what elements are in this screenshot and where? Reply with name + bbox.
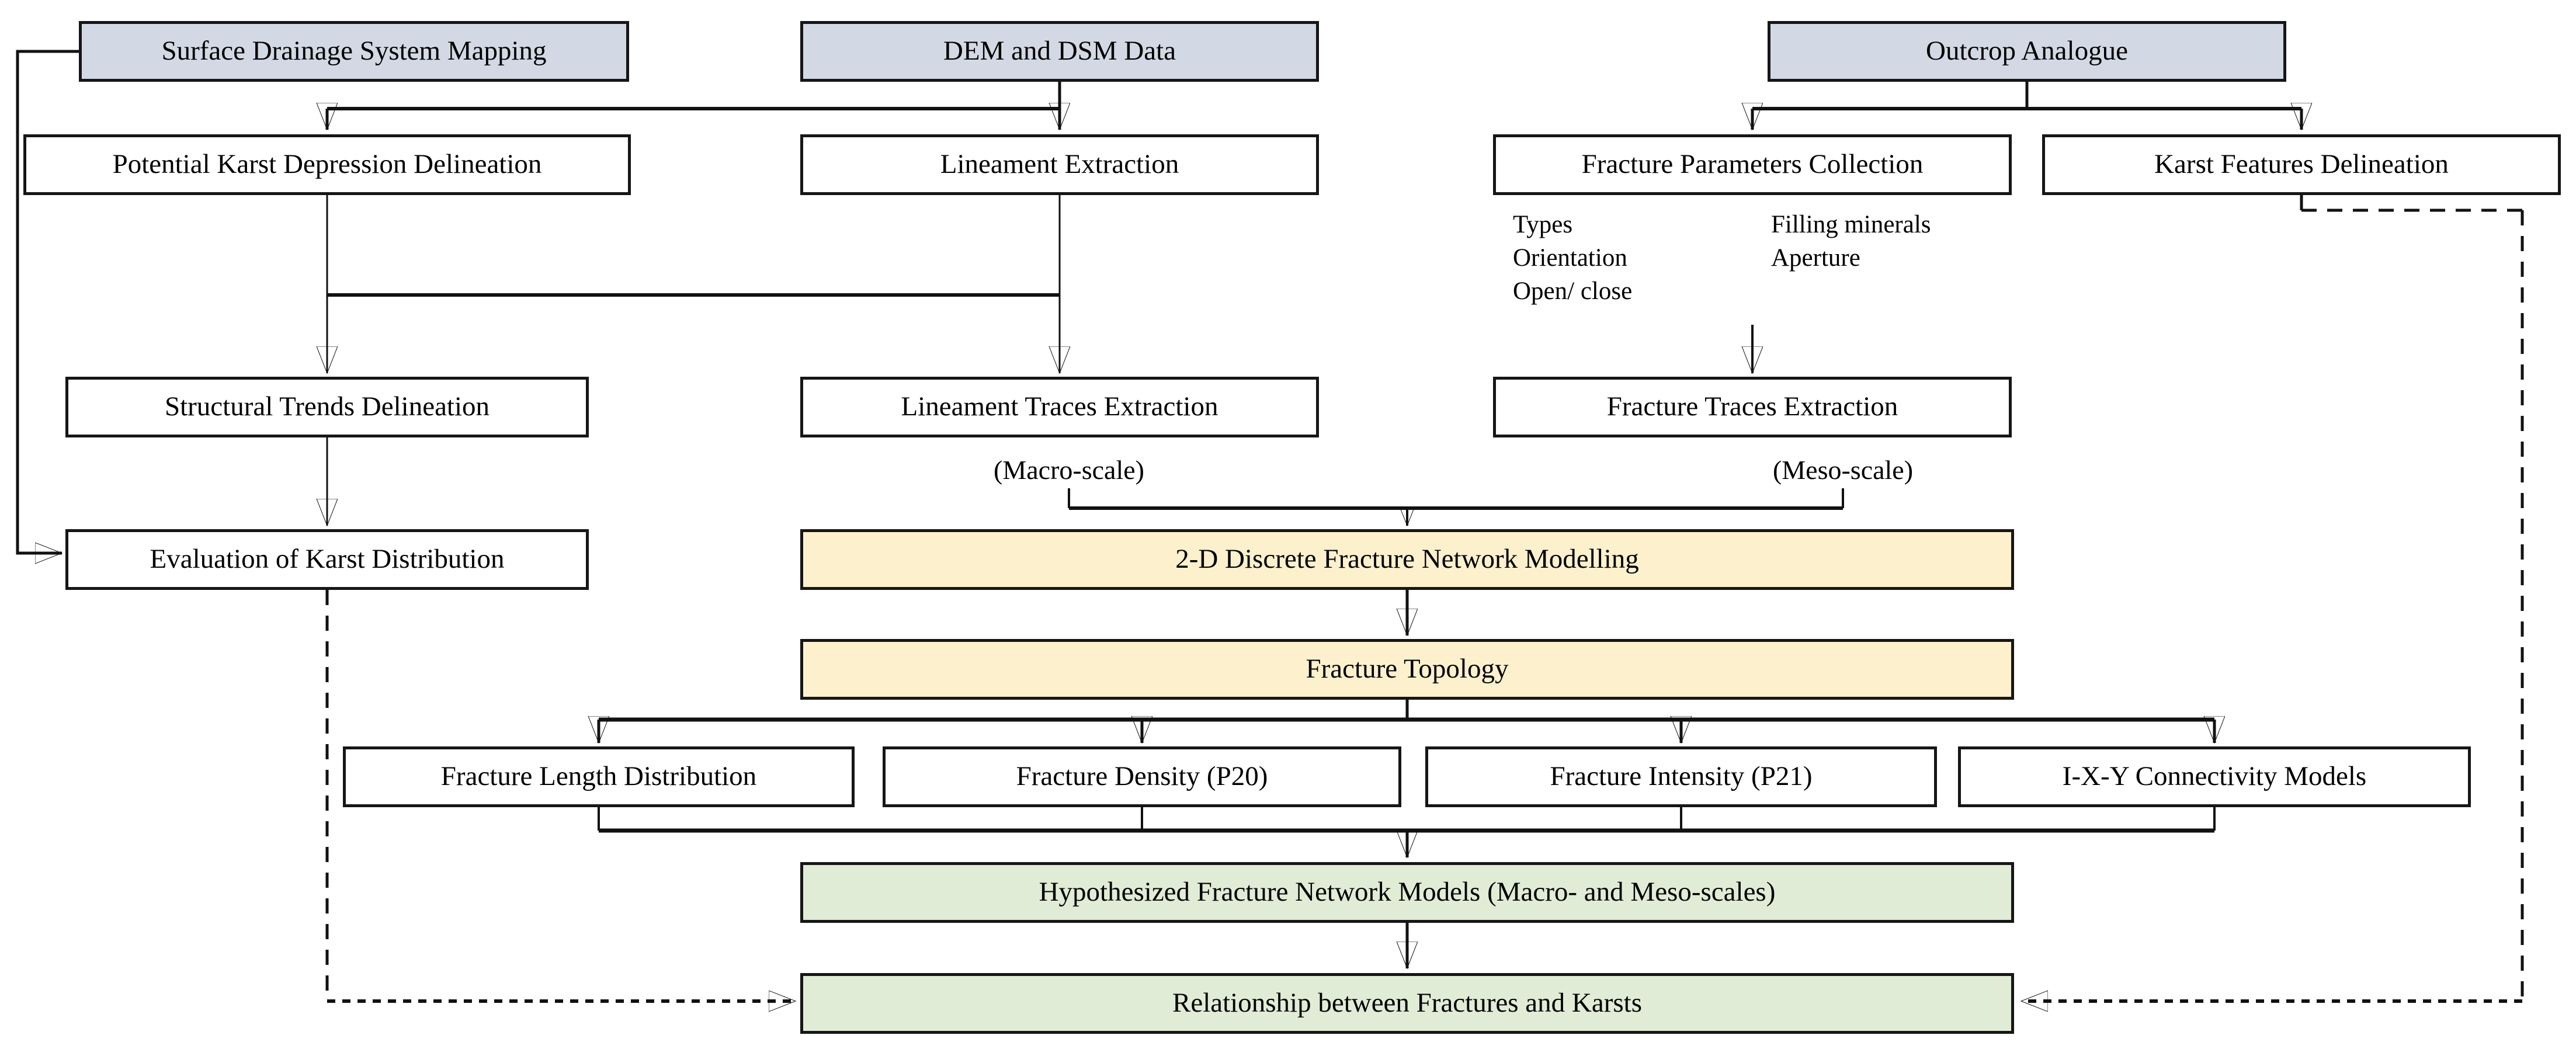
node-structural-trends-delineation: Structural Trends Delineation bbox=[65, 377, 589, 437]
node-surface-drainage-system-mapping: Surface Drainage System Mapping bbox=[79, 21, 629, 82]
node-outcrop-analogue: Outcrop Analogue bbox=[1768, 21, 2286, 82]
node-ixy-connectivity-models: I-X-Y Connectivity Models bbox=[1958, 746, 2471, 807]
fracture-parameter-list-left: Types Orientation Open/ close bbox=[1513, 208, 1632, 308]
node-fracture-density-p20: Fracture Density (P20) bbox=[883, 746, 1401, 807]
param-aperture: Aperture bbox=[1771, 244, 1860, 272]
node-lineament-extraction: Lineament Extraction bbox=[800, 134, 1319, 195]
node-fracture-intensity-p21: Fracture Intensity (P21) bbox=[1425, 746, 1937, 807]
node-dem-dsm-data: DEM and DSM Data bbox=[800, 21, 1319, 82]
node-2d-discrete-fracture-network-modelling: 2-D Discrete Fracture Network Modelling bbox=[800, 529, 2014, 590]
node-potential-karst-depression-delineation: Potential Karst Depression Delineation bbox=[23, 134, 631, 195]
node-fracture-parameters-collection: Fracture Parameters Collection bbox=[1493, 134, 2012, 195]
param-types: Types bbox=[1513, 211, 1573, 238]
param-open-close: Open/ close bbox=[1513, 277, 1633, 305]
label-macro-scale: (Macro-scale) bbox=[994, 455, 1144, 485]
node-fracture-topology: Fracture Topology bbox=[800, 639, 2014, 700]
param-filling-minerals: Filling minerals bbox=[1771, 211, 1931, 238]
node-fracture-traces-extraction: Fracture Traces Extraction bbox=[1493, 377, 2012, 437]
label-meso-scale: (Meso-scale) bbox=[1772, 455, 1914, 485]
node-fracture-length-distribution: Fracture Length Distribution bbox=[343, 746, 855, 807]
fracture-parameter-list-right: Filling minerals Aperture bbox=[1771, 208, 1931, 275]
connector-sdsm-to-evaluation bbox=[16, 50, 79, 553]
node-evaluation-of-karst-distribution: Evaluation of Karst Distribution bbox=[65, 529, 589, 590]
node-karst-features-delineation: Karst Features Delineation bbox=[2042, 134, 2561, 195]
param-orientation: Orientation bbox=[1513, 244, 1627, 272]
connector-dashed-karst-features-drop bbox=[2300, 195, 2524, 1001]
node-relationship-between-fractures-and-karsts: Relationship between Fractures and Karst… bbox=[800, 973, 2014, 1034]
node-hypothesized-fracture-network-models: Hypothesized Fracture Network Models (Ma… bbox=[800, 862, 2014, 923]
node-lineament-traces-extraction: Lineament Traces Extraction bbox=[800, 377, 1319, 437]
